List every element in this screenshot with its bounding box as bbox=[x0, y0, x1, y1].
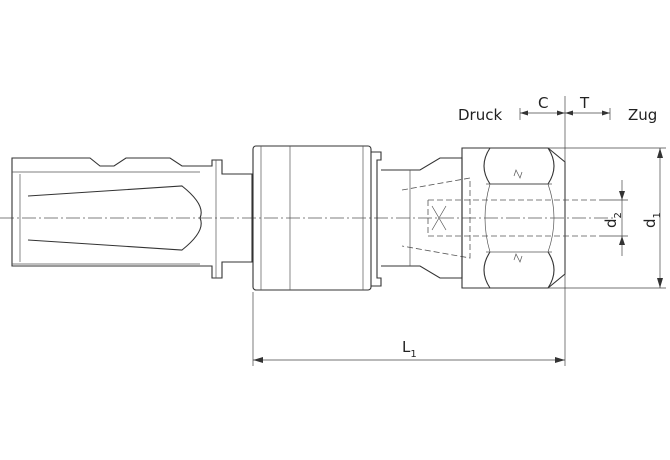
label-zug: Zug bbox=[628, 106, 657, 124]
label-l1: L1 bbox=[402, 338, 417, 360]
body-cylinder bbox=[252, 145, 382, 291]
dimension-l1 bbox=[252, 96, 566, 366]
label-d1-sub: 1 bbox=[652, 212, 663, 218]
label-l1-main: L bbox=[402, 338, 411, 356]
label-c: C bbox=[538, 94, 548, 112]
label-d2-main: d bbox=[602, 218, 620, 228]
label-d2: d2 bbox=[602, 212, 624, 228]
shank bbox=[11, 157, 253, 279]
dimension-d2 bbox=[600, 180, 628, 256]
label-t: T bbox=[579, 94, 590, 112]
label-l1-sub: 1 bbox=[410, 349, 416, 360]
label-d1-main: d bbox=[641, 218, 659, 228]
dimension-d1 bbox=[548, 147, 666, 289]
label-d1: d1 bbox=[641, 212, 663, 228]
dimension-c-t bbox=[519, 108, 611, 120]
label-d2-sub: 2 bbox=[613, 212, 624, 218]
label-druck: Druck bbox=[458, 106, 502, 124]
